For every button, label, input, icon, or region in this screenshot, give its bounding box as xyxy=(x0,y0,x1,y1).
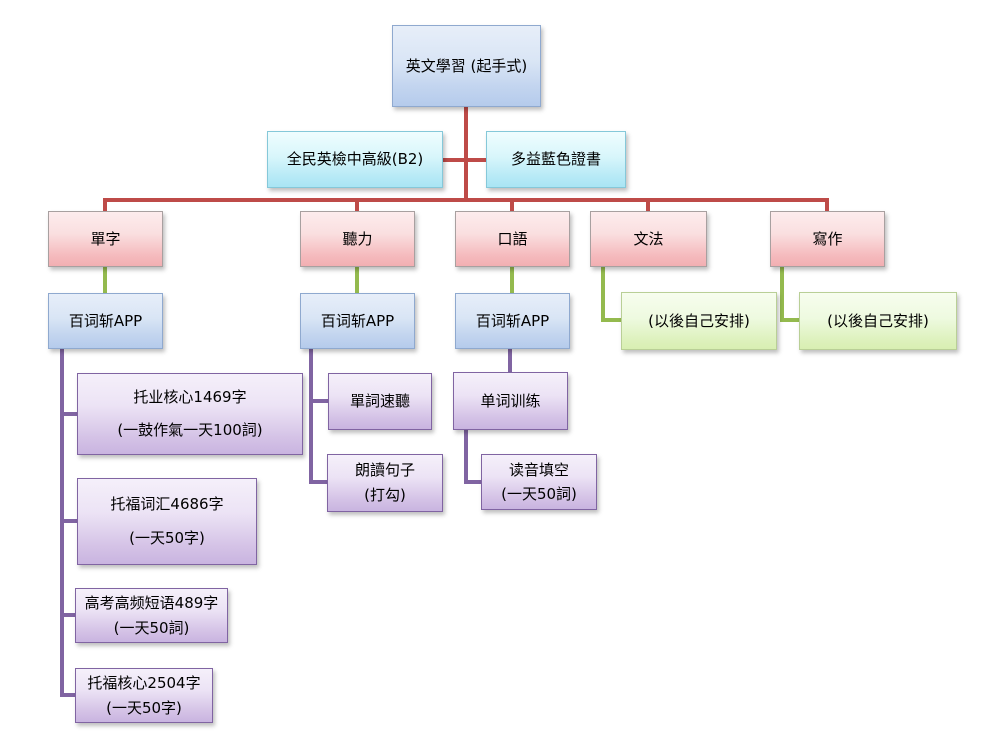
connector-grammar-plan-h xyxy=(601,318,621,322)
connector-vocab-task3 xyxy=(60,613,75,617)
connector-listening-app xyxy=(355,267,359,293)
connector-drop-grammar xyxy=(646,198,650,211)
node-category-writing: 寫作 xyxy=(770,211,885,267)
connector-drop-writing xyxy=(825,198,829,211)
connector-listening-trunk xyxy=(309,349,313,484)
connector-vocab-trunk xyxy=(60,349,64,697)
node-app-vocab: 百词斩APP xyxy=(48,293,163,349)
node-task-pronunciation-fill: 读音填空 (一天50詞) xyxy=(481,454,597,510)
task-line: (一鼓作氣一天100詞) xyxy=(117,421,263,440)
task-line: 托福词汇4686字 xyxy=(110,494,224,513)
node-task-word-training: 单词训练 xyxy=(453,372,568,430)
connector-listening-task2 xyxy=(309,480,327,484)
node-category-listening-label: 聽力 xyxy=(342,229,373,248)
node-root: 英文學習 (起手式) xyxy=(392,25,541,107)
connector-vocab-app xyxy=(103,267,107,293)
node-plan-grammar-label: (以後自己安排) xyxy=(648,311,750,330)
node-exam-gept: 全民英檢中高級(B2) xyxy=(267,131,443,188)
connector-vocab-task1 xyxy=(60,412,77,416)
task-line: 朗讀句子 xyxy=(354,461,415,480)
node-category-vocab: 單字 xyxy=(48,211,163,267)
connector-grammar-plan-v xyxy=(601,267,605,322)
connector-root-trunk xyxy=(464,107,468,202)
task-line: 高考高频短语489字 xyxy=(84,593,219,612)
node-root-label: 英文學習 (起手式) xyxy=(405,56,528,75)
connector-speaking-app xyxy=(510,267,514,293)
connector-vocab-task4 xyxy=(60,693,75,697)
task-line: (一天50字) xyxy=(129,529,205,548)
connector-drop-listening xyxy=(355,198,359,211)
node-task-toefl-core: 托福核心2504字 (一天50字) xyxy=(75,668,213,723)
connector-writing-plan-h xyxy=(780,318,799,322)
connector-speaking-task1 xyxy=(508,349,512,372)
node-category-grammar: 文法 xyxy=(590,211,707,267)
connector-listening-task1 xyxy=(309,399,328,403)
node-app-speaking-label: 百词斩APP xyxy=(475,311,550,330)
connector-speaking-task2-v xyxy=(464,430,468,484)
task-line: 单词训练 xyxy=(480,391,541,410)
node-task-gaokao-phrases: 高考高频短语489字 (一天50詞) xyxy=(75,588,228,643)
node-app-vocab-label: 百词斩APP xyxy=(68,311,143,330)
connector-exam-cross xyxy=(443,158,486,162)
task-line: 托福核心2504字 xyxy=(87,673,201,692)
task-line: (一天50字) xyxy=(106,698,182,717)
node-plan-writing: (以後自己安排) xyxy=(799,292,957,350)
node-plan-writing-label: (以後自己安排) xyxy=(827,311,929,330)
node-exam-toeic: 多益藍色證書 xyxy=(486,131,626,188)
task-line: (打勾) xyxy=(364,486,406,505)
connector-drop-vocab xyxy=(103,198,107,211)
node-task-word-listening: 單詞速聽 xyxy=(328,373,432,430)
node-app-listening: 百词斩APP xyxy=(300,293,415,349)
node-task-toeic-core: 托业核心1469字 (一鼓作氣一天100詞) xyxy=(77,373,303,455)
node-category-listening: 聽力 xyxy=(300,211,415,267)
node-exam-gept-label: 全民英檢中高級(B2) xyxy=(286,150,424,169)
task-line: 單詞速聽 xyxy=(349,392,410,411)
node-plan-grammar: (以後自己安排) xyxy=(621,292,777,350)
connector-category-rail xyxy=(103,198,829,202)
node-task-read-sentences: 朗讀句子 (打勾) xyxy=(327,454,443,512)
node-category-grammar-label: 文法 xyxy=(633,229,664,248)
task-line: 托业核心1469字 xyxy=(133,388,247,407)
connector-writing-plan-v xyxy=(780,267,784,322)
connector-speaking-task2-h xyxy=(464,480,481,484)
connector-drop-speaking xyxy=(510,198,514,211)
node-category-speaking: 口語 xyxy=(455,211,570,267)
node-exam-toeic-label: 多益藍色證書 xyxy=(510,150,601,169)
task-line: (一天50詞) xyxy=(113,618,190,637)
connector-vocab-task2 xyxy=(60,519,77,523)
task-line: 读音填空 xyxy=(508,460,569,479)
node-app-listening-label: 百词斩APP xyxy=(320,311,395,330)
node-category-writing-label: 寫作 xyxy=(812,229,843,248)
node-category-vocab-label: 單字 xyxy=(90,229,121,248)
node-app-speaking: 百词斩APP xyxy=(455,293,570,349)
node-category-speaking-label: 口語 xyxy=(497,229,528,248)
node-task-toefl-vocab: 托福词汇4686字 (一天50字) xyxy=(77,478,257,565)
task-line: (一天50詞) xyxy=(501,484,577,503)
